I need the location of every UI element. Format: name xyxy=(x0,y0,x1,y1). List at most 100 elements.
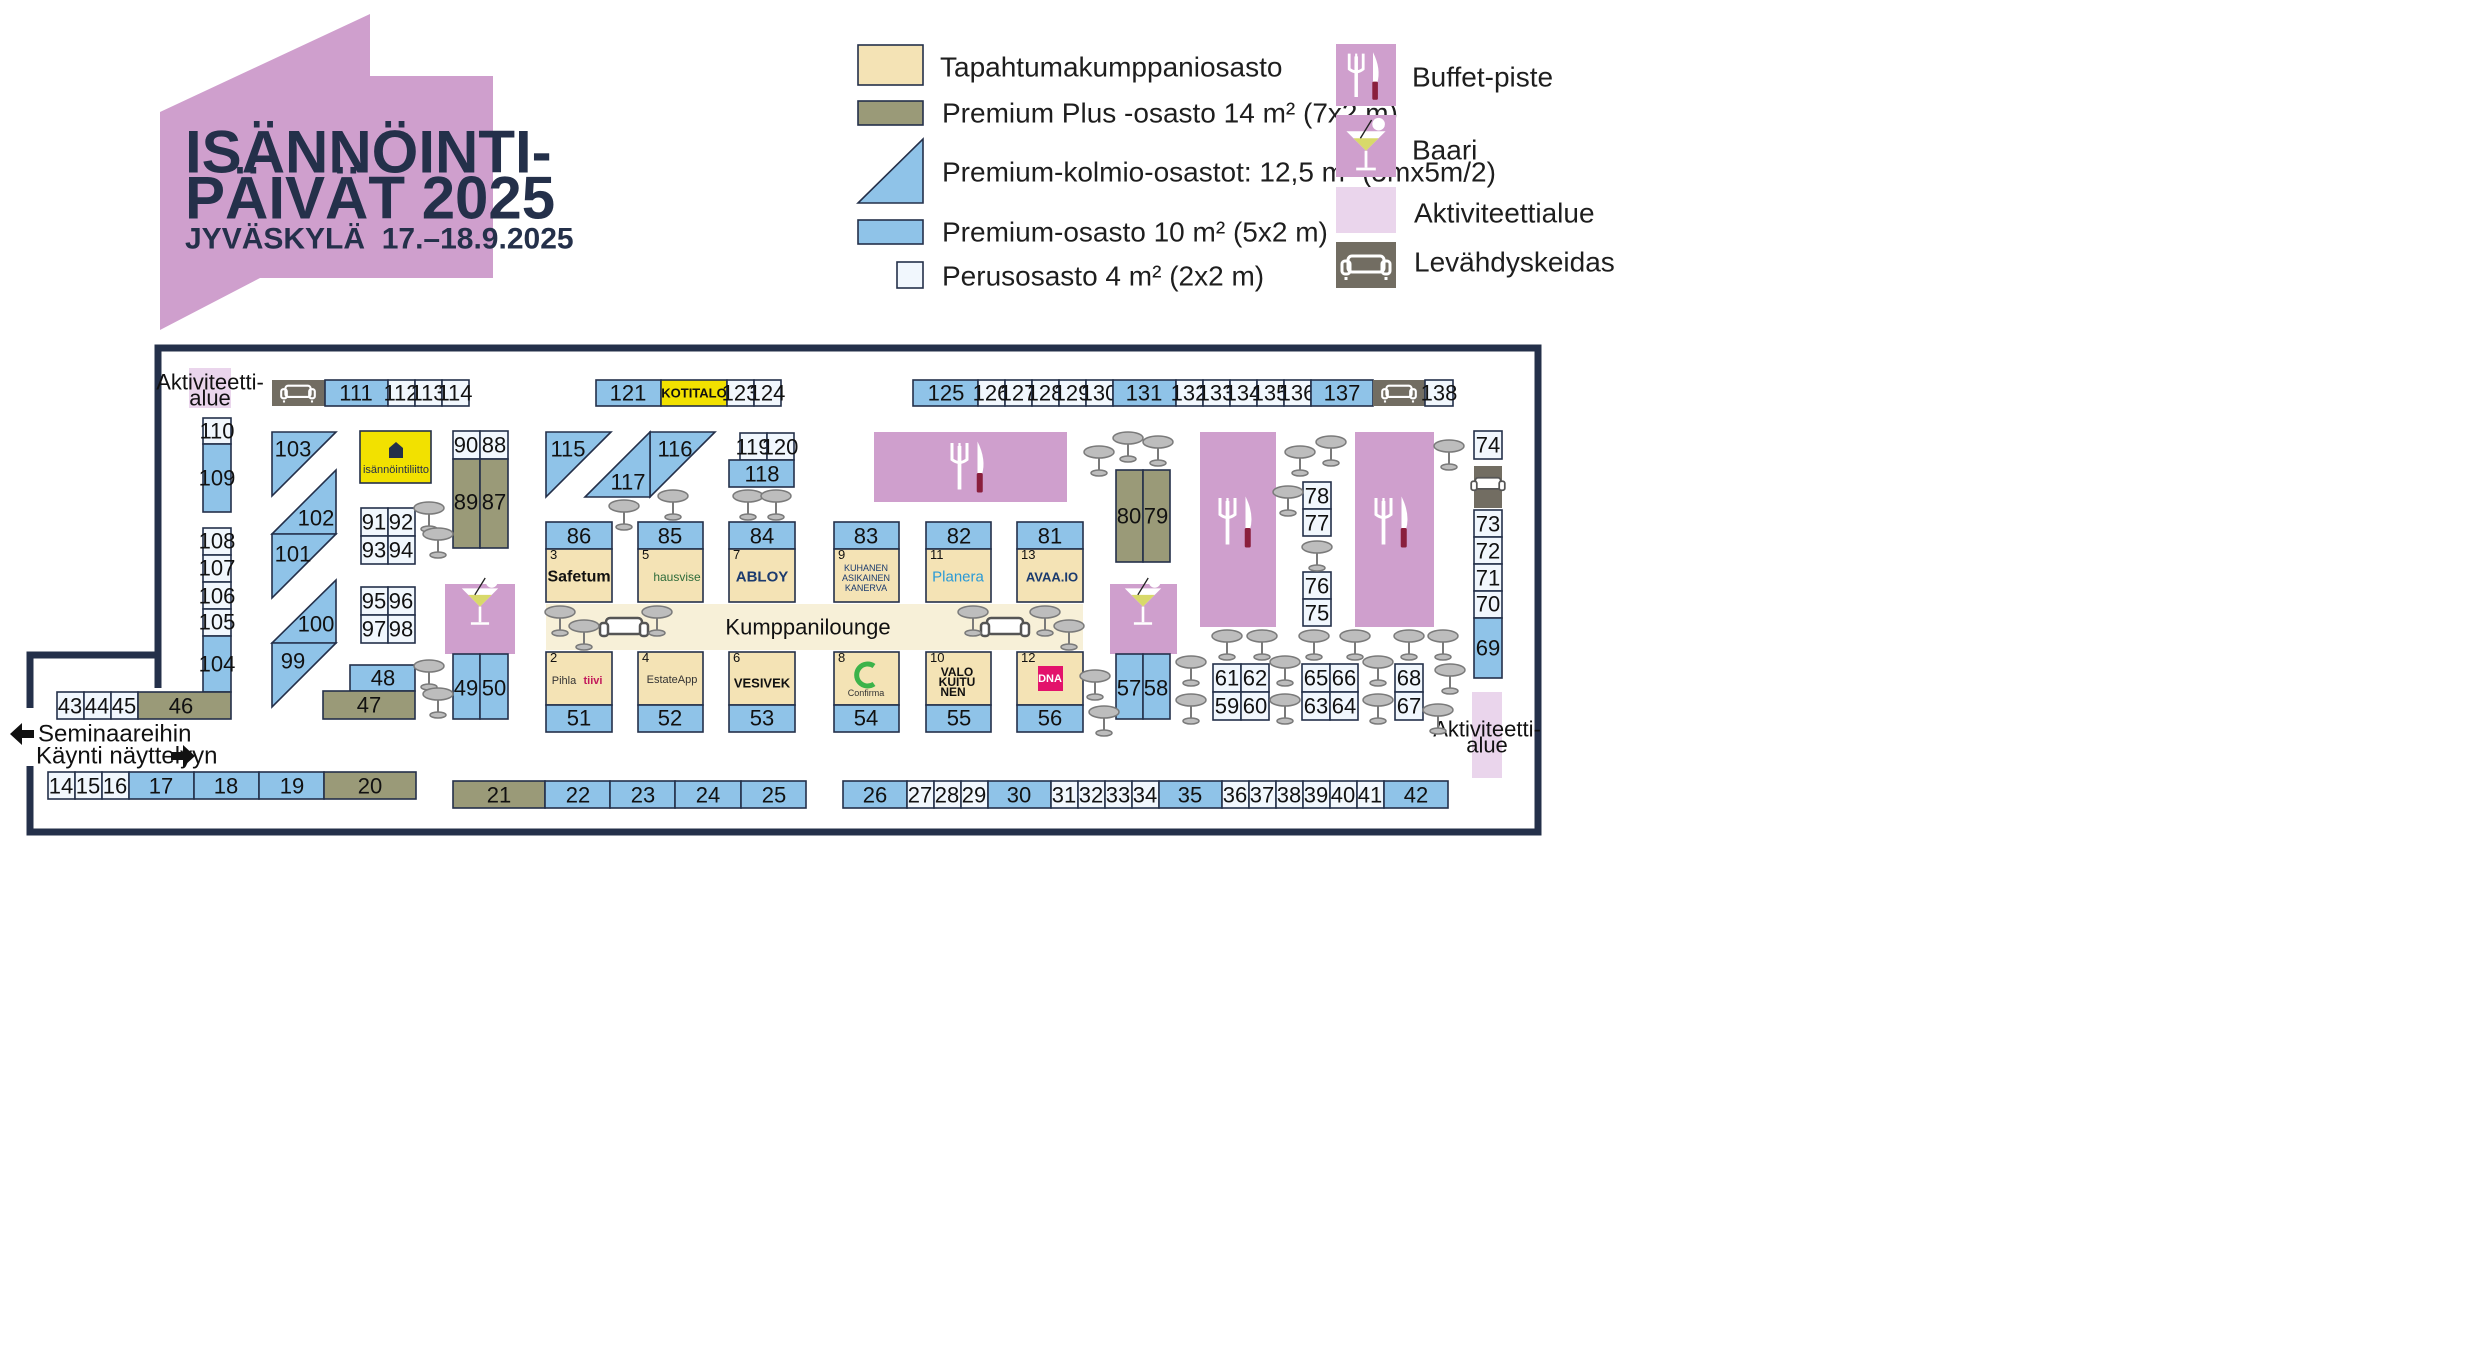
booth-29[interactable] xyxy=(960,780,989,809)
booth-125[interactable] xyxy=(912,379,979,407)
booth-39[interactable] xyxy=(1302,780,1331,809)
booth-label: 44 xyxy=(85,694,109,719)
booth-72[interactable] xyxy=(1473,536,1503,565)
booth-42[interactable] xyxy=(1383,780,1449,809)
arrow-left-icon xyxy=(10,723,34,745)
booth-113[interactable] xyxy=(414,379,443,407)
booth-47[interactable] xyxy=(322,690,416,720)
booth-30[interactable] xyxy=(987,780,1052,809)
booth-16[interactable] xyxy=(101,771,130,800)
booth-7-abloy[interactable] xyxy=(728,548,796,603)
booth-26[interactable] xyxy=(842,780,908,809)
booth-137[interactable] xyxy=(1310,379,1374,407)
booth-15[interactable] xyxy=(74,771,103,800)
booth-18[interactable] xyxy=(193,771,260,800)
booth-104[interactable] xyxy=(202,635,232,693)
booth-79[interactable] xyxy=(1142,469,1171,563)
booth-132[interactable] xyxy=(1175,379,1204,407)
booth-112[interactable] xyxy=(387,379,416,407)
booth-138[interactable] xyxy=(1424,379,1454,407)
booth-56[interactable] xyxy=(1016,704,1084,733)
booth-17[interactable] xyxy=(128,771,195,800)
booth-89[interactable] xyxy=(452,458,481,549)
booth-92[interactable] xyxy=(387,507,416,537)
booth-19[interactable] xyxy=(258,771,325,800)
booth-115[interactable] xyxy=(545,431,613,499)
booth-128[interactable] xyxy=(1031,379,1060,407)
booth-71[interactable] xyxy=(1473,563,1503,592)
booth-43[interactable] xyxy=(56,691,85,720)
booth-91[interactable] xyxy=(360,507,389,537)
booth-84[interactable] xyxy=(728,521,796,550)
booth-99[interactable] xyxy=(271,642,338,709)
booth-11-planera[interactable] xyxy=(925,548,992,603)
booth-88[interactable] xyxy=(479,430,509,460)
booth-64[interactable] xyxy=(1329,691,1359,721)
booth-101[interactable] xyxy=(271,533,338,600)
booth-106[interactable] xyxy=(202,581,232,610)
booth-49[interactable] xyxy=(452,653,481,720)
booth-105[interactable] xyxy=(202,608,232,637)
booth-52[interactable] xyxy=(637,704,704,733)
booth-44[interactable] xyxy=(83,691,112,720)
booth-50[interactable] xyxy=(479,653,509,720)
booth-20[interactable] xyxy=(323,771,417,800)
booth-134[interactable] xyxy=(1229,379,1258,407)
booth-8-confirma[interactable] xyxy=(833,651,900,706)
booth-111[interactable] xyxy=(324,379,389,407)
booth-13-avaa[interactable] xyxy=(1016,548,1084,603)
booth-87[interactable] xyxy=(479,458,509,549)
booth-103[interactable] xyxy=(271,431,338,498)
booth-5-hausvise[interactable] xyxy=(637,548,704,603)
booth-4-estateapp[interactable] xyxy=(637,651,704,706)
hausvise-logo: hausvise xyxy=(653,570,701,584)
booth-34[interactable] xyxy=(1131,780,1160,809)
booth-label: 16 xyxy=(103,774,127,799)
booth-131[interactable] xyxy=(1112,379,1177,407)
booth-127[interactable] xyxy=(1004,379,1033,407)
booth-36[interactable] xyxy=(1221,780,1250,809)
booth-63[interactable] xyxy=(1301,691,1331,721)
booth-32[interactable] xyxy=(1077,780,1106,809)
booth-109[interactable] xyxy=(202,443,232,513)
booth-37[interactable] xyxy=(1248,780,1277,809)
booth-21[interactable] xyxy=(452,780,546,809)
booth-51[interactable] xyxy=(545,704,613,733)
booth-58[interactable] xyxy=(1142,653,1171,720)
booth-114[interactable] xyxy=(441,379,470,407)
booth-46[interactable] xyxy=(137,691,232,720)
legend-swatch-rest xyxy=(1336,242,1396,288)
booth-76[interactable] xyxy=(1302,571,1332,600)
booth-55[interactable] xyxy=(925,704,992,733)
booth-81[interactable] xyxy=(1016,521,1084,550)
booth-57[interactable] xyxy=(1115,653,1144,720)
booth-25[interactable] xyxy=(740,780,807,809)
booth-74[interactable] xyxy=(1473,430,1503,460)
booth-75[interactable] xyxy=(1302,598,1332,627)
booth-121[interactable] xyxy=(595,379,662,407)
booth-68[interactable] xyxy=(1394,663,1424,693)
booth-98[interactable] xyxy=(387,614,416,644)
booth-77[interactable] xyxy=(1302,508,1332,537)
booth-9-kuhanen[interactable] xyxy=(833,548,900,603)
booth-108[interactable] xyxy=(202,527,232,556)
booth-94[interactable] xyxy=(387,535,416,565)
booth-93[interactable] xyxy=(360,535,389,565)
booth-124[interactable] xyxy=(753,379,782,407)
booth-118[interactable] xyxy=(728,459,795,488)
booth-70[interactable] xyxy=(1473,590,1503,619)
booth-107[interactable] xyxy=(202,554,232,583)
booth-24[interactable] xyxy=(674,780,742,809)
booth-53[interactable] xyxy=(728,704,796,733)
booth-48[interactable] xyxy=(349,664,416,692)
booth-117[interactable] xyxy=(583,430,651,498)
booth-3-safetum[interactable] xyxy=(545,548,613,603)
booth-67[interactable] xyxy=(1394,691,1424,721)
booth-35[interactable] xyxy=(1158,780,1223,809)
booth-65[interactable] xyxy=(1301,663,1331,693)
booth-135[interactable] xyxy=(1256,379,1285,407)
booth-69[interactable] xyxy=(1473,617,1503,679)
booth-60[interactable] xyxy=(1240,691,1270,721)
booth-54[interactable] xyxy=(833,704,900,733)
booth-66[interactable] xyxy=(1329,663,1359,693)
